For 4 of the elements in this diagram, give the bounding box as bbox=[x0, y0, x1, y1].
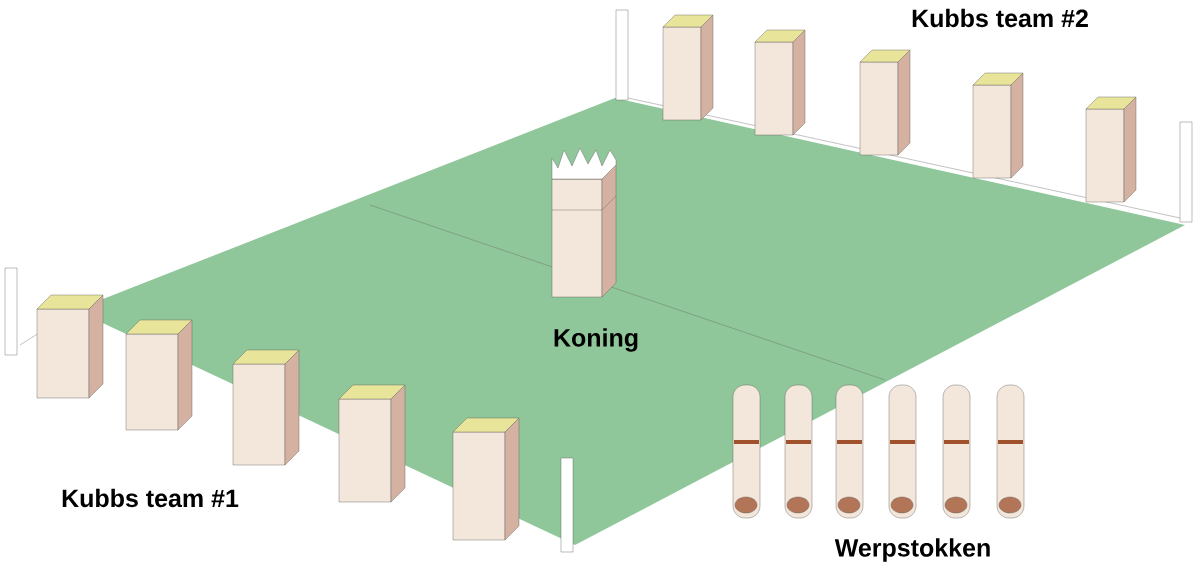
label: Werpstokken bbox=[834, 538, 990, 562]
label: Kubbs team #2 bbox=[912, 8, 1088, 28]
label: Koning bbox=[554, 328, 638, 352]
label: Kubbs team #1 bbox=[62, 488, 239, 508]
